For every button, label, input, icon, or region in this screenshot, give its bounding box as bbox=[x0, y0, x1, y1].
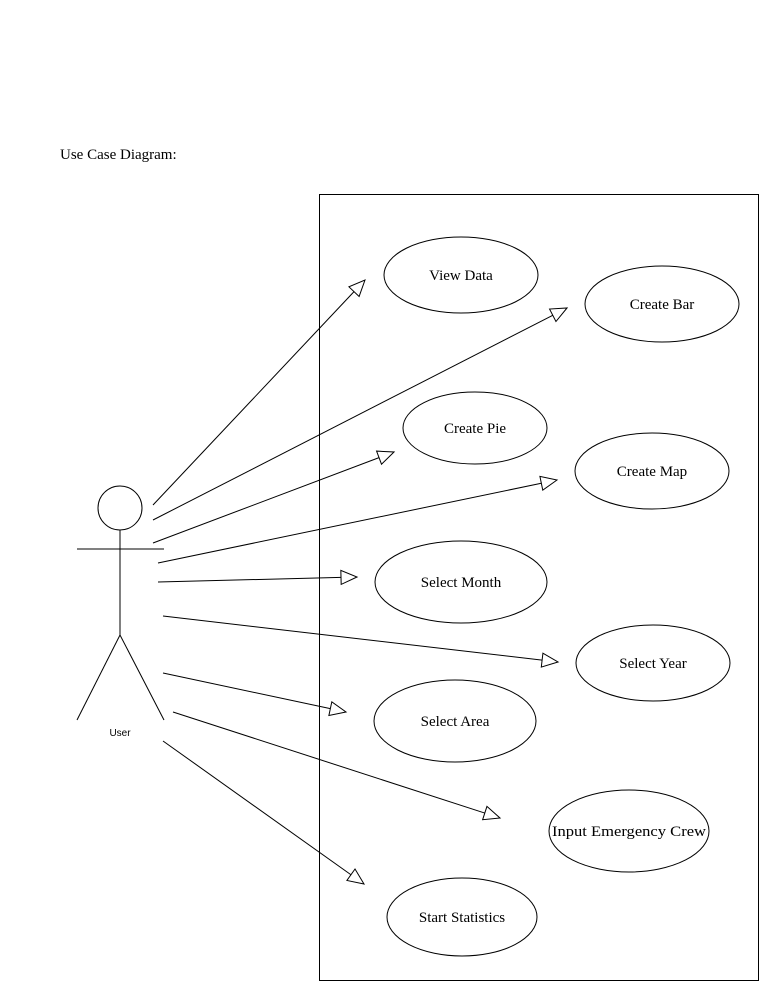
association-line-start-statistics bbox=[162, 740, 352, 876]
system-boundary bbox=[319, 194, 759, 981]
association-line-create-pie bbox=[152, 457, 380, 544]
use-case-start-statistics-ellipse bbox=[386, 877, 538, 957]
actor-right-leg bbox=[119, 634, 165, 721]
use-case-select-year-label: Select Year bbox=[619, 656, 687, 672]
actor-head bbox=[97, 485, 143, 531]
actor-left-leg bbox=[76, 634, 121, 721]
association-line-input-emergency-crew bbox=[172, 711, 485, 814]
use-case-select-year: Select Year bbox=[575, 624, 731, 702]
use-case-select-area-label: Select Area bbox=[421, 714, 490, 730]
use-case-create-bar-label: Create Bar bbox=[630, 297, 695, 313]
association-line-select-month bbox=[157, 576, 342, 583]
arrowhead-create-pie bbox=[375, 450, 396, 466]
use-case-view-data-ellipse bbox=[383, 236, 539, 314]
association-line-select-area bbox=[162, 672, 331, 710]
use-case-select-area-ellipse bbox=[373, 679, 537, 763]
actor-label: User bbox=[109, 728, 131, 739]
use-case-input-emergency-crew: Input Emergency Crew bbox=[548, 789, 710, 873]
arrowhead-create-bar bbox=[548, 307, 569, 323]
use-case-view-data: View Data bbox=[383, 236, 539, 314]
association-line-view-data bbox=[152, 291, 355, 506]
use-case-select-month-ellipse bbox=[374, 540, 548, 624]
use-case-create-bar: Create Bar bbox=[584, 265, 740, 343]
use-case-select-month: Select Month bbox=[374, 540, 548, 624]
arrowhead-start-statistics bbox=[346, 868, 366, 885]
use-case-create-pie-label: Create Pie bbox=[444, 421, 506, 437]
use-case-create-map: Create Map bbox=[574, 432, 730, 510]
association-line-select-year bbox=[162, 615, 543, 661]
use-case-select-month-label: Select Month bbox=[421, 575, 502, 591]
use-case-select-year-ellipse bbox=[575, 624, 731, 702]
use-case-create-bar-ellipse bbox=[584, 265, 740, 343]
arrowhead-select-month bbox=[340, 569, 359, 586]
use-case-view-data-label: View Data bbox=[429, 268, 493, 284]
actor-user: User bbox=[76, 485, 165, 739]
use-case-create-map-label: Create Map bbox=[617, 464, 687, 480]
use-case-input-emergency-crew-label: Input Emergency Crew bbox=[552, 824, 706, 840]
use-case-create-map-ellipse bbox=[574, 432, 730, 510]
association-line-create-bar bbox=[152, 314, 553, 521]
arrowhead-input-emergency-crew bbox=[481, 805, 502, 821]
use-case-select-area: Select Area bbox=[373, 679, 537, 763]
use-case-start-statistics-label: Start Statistics bbox=[419, 910, 505, 926]
page-title: Use Case Diagram: bbox=[60, 147, 177, 163]
arrowhead-view-data bbox=[348, 279, 366, 298]
associations bbox=[152, 279, 569, 885]
arrowhead-select-area bbox=[328, 700, 348, 717]
use-case-start-statistics: Start Statistics bbox=[386, 877, 538, 957]
arrowhead-select-year bbox=[540, 652, 560, 668]
use-case-create-pie-ellipse bbox=[402, 391, 548, 465]
arrowhead-create-map bbox=[539, 475, 559, 491]
use-case-create-pie: Create Pie bbox=[402, 391, 548, 465]
use-case-input-emergency-crew-ellipse bbox=[548, 789, 710, 873]
association-line-create-map bbox=[157, 482, 542, 564]
